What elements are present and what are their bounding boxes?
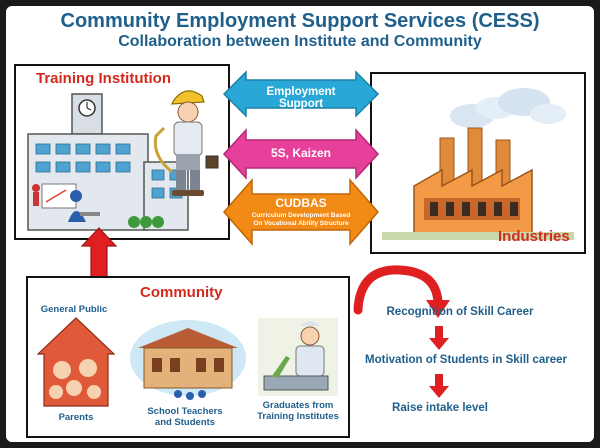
- worker-icon: [153, 90, 219, 196]
- factory-illustration: [382, 88, 574, 240]
- community-panel: Community General Public: [26, 276, 350, 438]
- industries-label: Industries: [498, 228, 570, 245]
- step-recognition: Recognition of Skill Career: [386, 306, 534, 318]
- diagram-subtitle: Collaboration between Institute and Comm…: [118, 33, 482, 50]
- institution-illustration: [27, 90, 219, 231]
- industries-panel: Industries: [370, 72, 586, 254]
- kaizen-arrow: [222, 128, 380, 180]
- step-intake: Raise intake level: [392, 402, 488, 414]
- step-motivation: Motivation of Students in Skill career: [365, 354, 567, 366]
- employment-support-label: Employment Support: [266, 86, 336, 110]
- training-institution-panel: Training Institution: [14, 64, 230, 240]
- family-house-icon: [36, 317, 116, 407]
- slide: Community Employment Support Services (C…: [6, 6, 594, 442]
- factory-icon: [382, 88, 574, 240]
- cudbas-sublabel: Curriculum Development Based On Vocation…: [251, 212, 351, 227]
- school-teachers-label: School Teachers and Students: [147, 406, 223, 428]
- kaizen-label: 5S, Kaizen: [270, 146, 332, 160]
- diagram-title: Community Employment Support Services (C…: [60, 10, 540, 32]
- curved-arrow-head: [426, 300, 450, 318]
- cudbas-label: CUDBAS: [275, 196, 327, 210]
- parents-label: Parents: [58, 412, 94, 423]
- general-public-label: General Public: [40, 304, 108, 315]
- steps-arrows: [353, 265, 450, 398]
- building-icon: [27, 93, 189, 231]
- training-institution-label: Training Institution: [36, 70, 171, 87]
- graduate-worker-icon: [258, 318, 338, 396]
- classroom-icon: [32, 183, 100, 222]
- step-arrow-1: [429, 326, 449, 350]
- cudbas-arrow: [223, 178, 379, 246]
- school-icon: [130, 320, 246, 400]
- community-label: Community: [140, 284, 223, 301]
- curved-arrow: [353, 265, 443, 315]
- step-arrow-2: [429, 374, 449, 398]
- community-illustration: [36, 317, 338, 407]
- employment-support-arrow: [222, 70, 380, 118]
- graduates-label: Graduates from Training Institutes: [257, 400, 339, 422]
